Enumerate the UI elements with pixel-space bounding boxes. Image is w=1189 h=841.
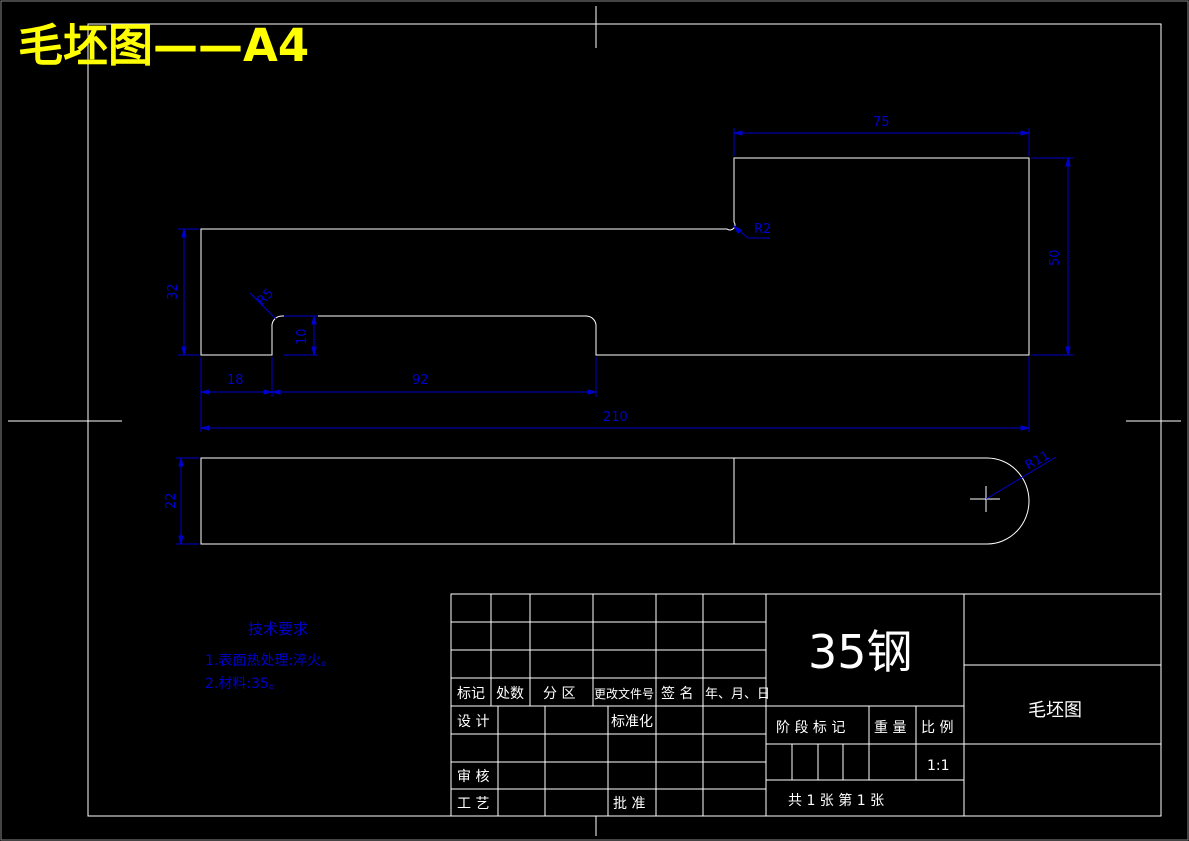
col-count: 处数 — [496, 686, 524, 702]
dimension-lines — [176, 128, 1073, 545]
dim-22: 22 — [164, 492, 179, 509]
tech-req-line-1: 1.表面热处理:淬火。 — [205, 653, 335, 669]
dim-10: 10 — [295, 328, 310, 345]
col-date: 年、月、日 — [705, 687, 770, 702]
weight-label: 重 量 — [874, 720, 906, 736]
sheet-title: 毛坯图——A4 — [18, 19, 309, 72]
process-label: 工 艺 — [457, 796, 489, 812]
tech-req-line-2: 2.材料:35。 — [205, 676, 283, 692]
col-zone: 分 区 — [543, 686, 575, 702]
dim-r5: R5 — [254, 286, 277, 309]
col-docno: 更改文件号 — [594, 686, 654, 701]
scale-value: 1:1 — [927, 758, 950, 774]
drawing-name: 毛坯图 — [1028, 700, 1082, 721]
standardize-label: 标准化 — [611, 714, 653, 730]
dim-92: 92 — [412, 373, 429, 388]
dim-210: 210 — [603, 410, 628, 425]
approve-label: 批 准 — [613, 796, 645, 812]
col-sign: 签 名 — [661, 685, 693, 702]
dim-50: 50 — [1048, 249, 1063, 266]
title-block-grid — [450, 593, 1162, 817]
dim-r11: R11 — [1023, 448, 1053, 473]
blank-top-view-outline — [200, 157, 1030, 356]
dim-18: 18 — [227, 373, 244, 388]
review-label: 审 核 — [457, 769, 489, 785]
dim-r2: R2 — [754, 222, 771, 237]
tech-req-heading: 技术要求 — [248, 620, 308, 638]
dim-32: 32 — [166, 283, 181, 300]
scale-label: 比 例 — [921, 720, 953, 736]
blank-side-view — [200, 457, 1030, 545]
design-label: 设 计 — [457, 714, 489, 730]
stage-mark-label: 阶 段 标 记 — [776, 720, 845, 736]
sheet-count: 共 1 张 第 1 张 — [788, 792, 884, 809]
material-label: 35钢 — [808, 625, 913, 679]
dim-75: 75 — [873, 115, 890, 130]
col-mark: 标记 — [457, 686, 485, 702]
